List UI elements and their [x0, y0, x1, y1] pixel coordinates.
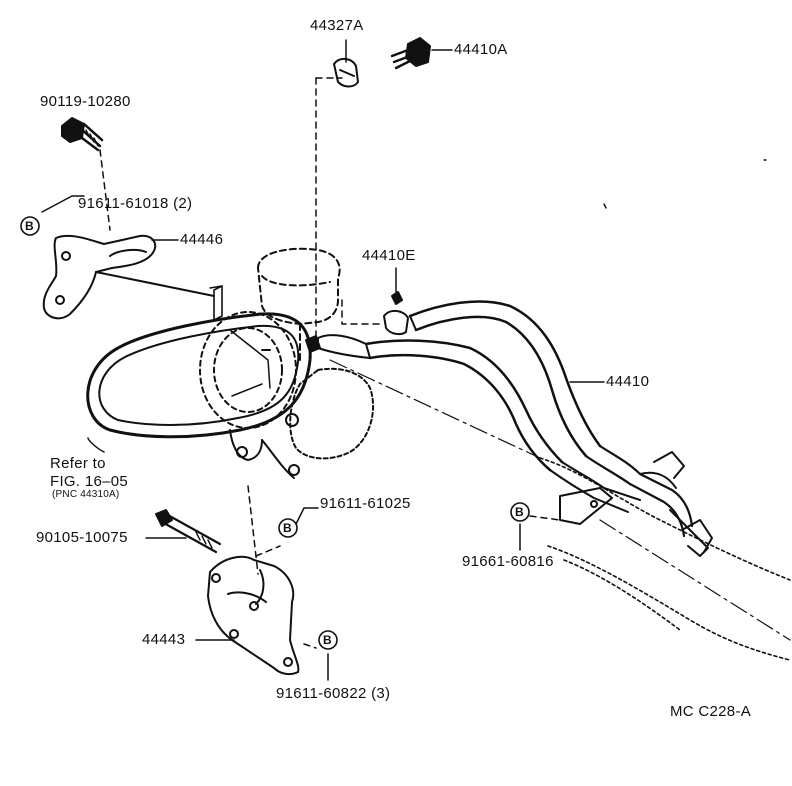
label-91611-61025: 91611-61025 [320, 495, 411, 512]
label-44443: 44443 [142, 631, 186, 648]
leader-lines [41, 39, 605, 681]
badge-b-1: B [25, 219, 34, 233]
label-90105-10075: 90105-10075 [36, 529, 128, 546]
bolt-90119 [61, 117, 104, 152]
drive-belt [86, 312, 312, 439]
steering-gear-pipes [549, 444, 713, 557]
reference-line-2: FIG. 16–05 [50, 473, 129, 490]
label-91611-61018: 91611-61018 (2) [78, 195, 193, 212]
figure-code: MC C228-A [670, 703, 752, 720]
union-bolt-44410A [390, 37, 431, 70]
badge-b-4: B [323, 633, 332, 647]
clamp-44327A [333, 58, 359, 88]
label-44410A: 44410A [454, 41, 508, 58]
badge-b-2: B [283, 521, 292, 535]
pump-reservoir [257, 247, 341, 361]
label-44410: 44410 [606, 373, 650, 390]
alignment-lines [99, 77, 561, 649]
label-91661-60816: 91661-60816 [462, 553, 554, 570]
label-91611-60822: 91611-60822 (3) [276, 685, 391, 702]
label-44410E: 44410E [362, 247, 416, 264]
pump-housing [213, 285, 375, 479]
bolt-90105 [155, 509, 222, 554]
bracket-44446 [42, 234, 215, 320]
center-line [329, 359, 791, 641]
label-44446: 44446 [180, 231, 224, 248]
clamp-44410E [383, 291, 409, 336]
badge-b-3: B [515, 505, 524, 519]
steering-gear-housing [539, 457, 791, 661]
hose-44410 [305, 300, 602, 472]
pump-pulley [199, 311, 297, 429]
badge-circles [20, 216, 530, 650]
reference-line-1: Refer to [50, 455, 106, 472]
label-90119-10280: 90119-10280 [40, 93, 131, 110]
specks [603, 159, 767, 209]
pulley-details [209, 285, 271, 397]
bracket-44443 [207, 555, 300, 676]
label-44327A: 44327A [310, 17, 364, 34]
reference-line-3: (PNC 44310A) [52, 489, 120, 500]
